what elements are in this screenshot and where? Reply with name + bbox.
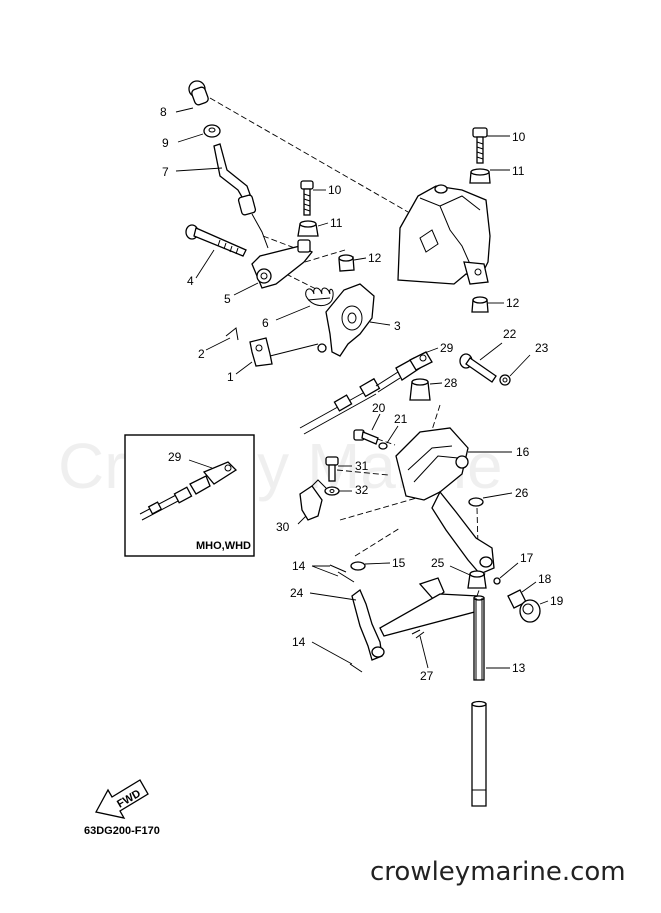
part-11-nut-b xyxy=(469,168,510,184)
callout-11: 11 xyxy=(512,164,525,178)
part-3-cam-plate xyxy=(269,283,391,357)
callout-20: 20 xyxy=(372,401,386,415)
part-22-bolt xyxy=(459,342,503,383)
callout-17: 17 xyxy=(520,551,534,565)
callout-30: 30 xyxy=(276,520,290,534)
callout-18: 18 xyxy=(538,572,552,586)
part-10-bolt-b xyxy=(472,127,510,164)
callout-31: 31 xyxy=(355,459,369,473)
callout-22: 22 xyxy=(503,327,517,341)
callout-1: 1 xyxy=(227,370,234,384)
callout-labels: 8 9 7 10 11 10 11 12 12 4 5 6 3 2 1 29 2… xyxy=(160,105,564,683)
fwd-label: FWD xyxy=(115,788,143,811)
part-10-bolt-a xyxy=(300,180,326,216)
part-27-link xyxy=(379,577,483,669)
part-24-lever xyxy=(309,588,385,661)
part-26-washer xyxy=(468,492,513,507)
callout-2: 2 xyxy=(198,347,205,361)
part-21-washer xyxy=(378,425,399,450)
part-8-joint-cap xyxy=(175,80,209,113)
callout-16: 16 xyxy=(516,445,530,459)
part-25-nut xyxy=(449,565,487,589)
callout-19: 19 xyxy=(550,594,564,608)
callout-10: 10 xyxy=(328,183,342,197)
callout-24: 24 xyxy=(290,586,304,600)
callout-28: 28 xyxy=(444,376,458,390)
callout-21: 21 xyxy=(394,412,408,426)
part-15-washer xyxy=(350,561,391,571)
part-12-collar-a xyxy=(338,254,367,272)
callout-14: 14 xyxy=(292,635,306,649)
part-17-ball xyxy=(493,562,519,585)
callout-14: 14 xyxy=(292,559,306,573)
part-16-shift-arm xyxy=(395,427,512,575)
inset-box-mho-whd: 29 MHO,WHD xyxy=(124,434,255,557)
part-30-bracket xyxy=(297,479,327,525)
callout-26: 26 xyxy=(515,486,529,500)
part-1-block xyxy=(235,337,273,375)
callout-27: 27 xyxy=(420,669,434,683)
part-19-cap xyxy=(519,599,549,623)
diagram-code: 63DG200-F170 xyxy=(84,825,160,837)
callout-5: 5 xyxy=(224,292,231,306)
shift-housing xyxy=(397,184,491,285)
callout-23: 23 xyxy=(535,341,549,355)
callout-9: 9 xyxy=(162,136,169,150)
callout-10: 10 xyxy=(512,130,526,144)
callout-11: 11 xyxy=(330,216,343,230)
part-32-washer xyxy=(324,486,352,496)
part-11-nut-a xyxy=(297,220,329,237)
part-23-washer xyxy=(499,354,531,386)
inset-label: MHO,WHD xyxy=(196,540,251,552)
callout-7: 7 xyxy=(162,165,169,179)
fwd-arrow-icon: FWD xyxy=(95,779,149,819)
part-4-bolt xyxy=(185,224,247,279)
callout-12: 12 xyxy=(506,296,520,310)
shift-cable xyxy=(299,347,439,435)
callout-13: 13 xyxy=(512,661,526,675)
part-28-collar xyxy=(409,378,443,401)
callout-15: 15 xyxy=(392,556,406,570)
callout-6: 6 xyxy=(262,316,269,330)
callout-32: 32 xyxy=(355,483,369,497)
part-12-collar-b xyxy=(471,296,504,313)
part-13-shift-rod xyxy=(471,595,510,807)
callout-29: 29 xyxy=(440,341,454,355)
callout-4: 4 xyxy=(187,274,194,288)
callout-8: 8 xyxy=(160,105,167,119)
part-14-pins xyxy=(311,564,363,673)
callout-12: 12 xyxy=(368,251,382,265)
part-20-bolt xyxy=(353,413,381,445)
part-9-nut xyxy=(177,124,221,143)
part-7-link-rod xyxy=(175,143,269,249)
part-31-bolt xyxy=(325,456,352,482)
part-5-lever xyxy=(233,239,314,296)
part-6-spring xyxy=(275,287,334,321)
inset-callout: 29 xyxy=(168,450,182,464)
callout-25: 25 xyxy=(431,556,445,570)
site-url: crowleymarine.com xyxy=(370,857,626,887)
callout-3: 3 xyxy=(394,319,401,333)
part-2-clip xyxy=(205,327,239,351)
